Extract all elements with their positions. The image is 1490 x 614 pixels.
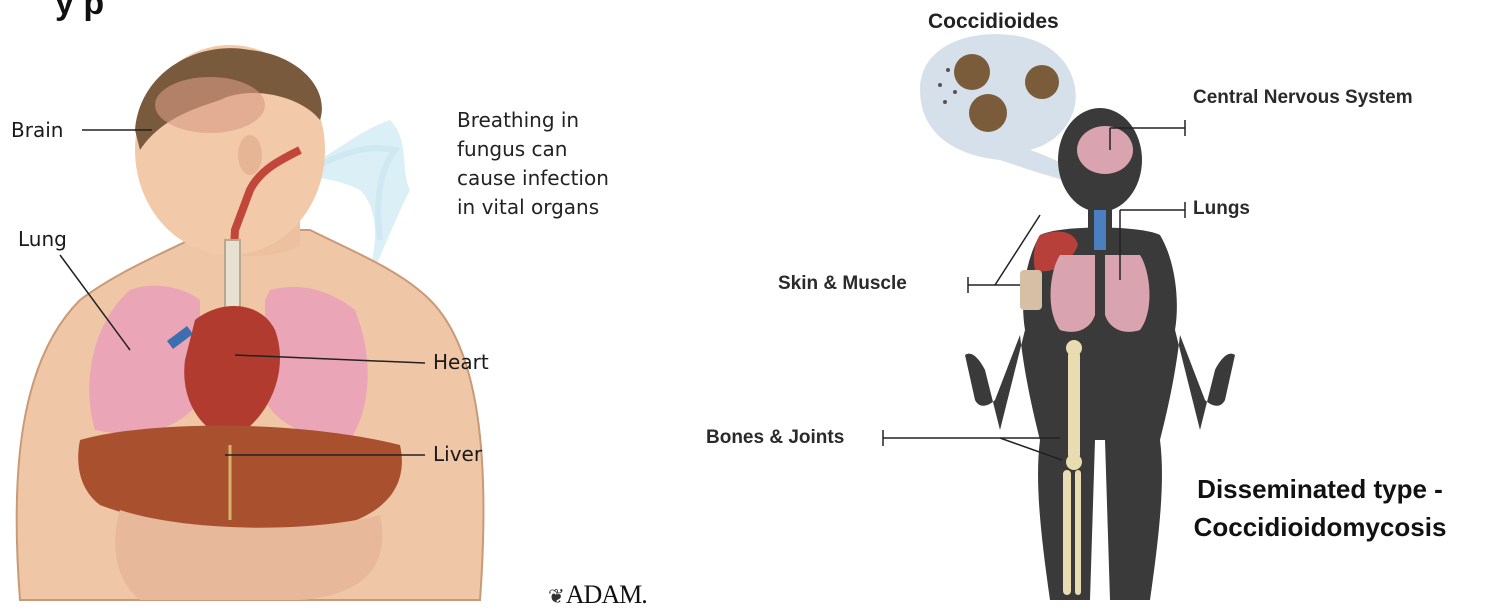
label-skin-muscle: Skin & Muscle bbox=[778, 273, 907, 295]
spore bbox=[1025, 65, 1059, 99]
trachea bbox=[1094, 210, 1106, 250]
spore bbox=[954, 54, 990, 90]
disseminated-type-label: Disseminated type - Coccidioidomycosis bbox=[1150, 470, 1490, 546]
disseminated-type-line2: Coccidioidomycosis bbox=[1150, 508, 1490, 546]
disseminated-type-line1: Disseminated type - bbox=[1150, 470, 1490, 508]
lungs-right-figure bbox=[1051, 255, 1095, 332]
skin-patch bbox=[1020, 270, 1042, 310]
cns-brain bbox=[1077, 126, 1133, 174]
label-central-nervous-system: Central Nervous System bbox=[1193, 87, 1413, 109]
label-bones-joints: Bones & Joints bbox=[706, 427, 844, 449]
coccidioides-title: Coccidioides bbox=[928, 10, 1059, 34]
spore bbox=[969, 94, 1007, 132]
label-lungs: Lungs bbox=[1193, 198, 1250, 220]
